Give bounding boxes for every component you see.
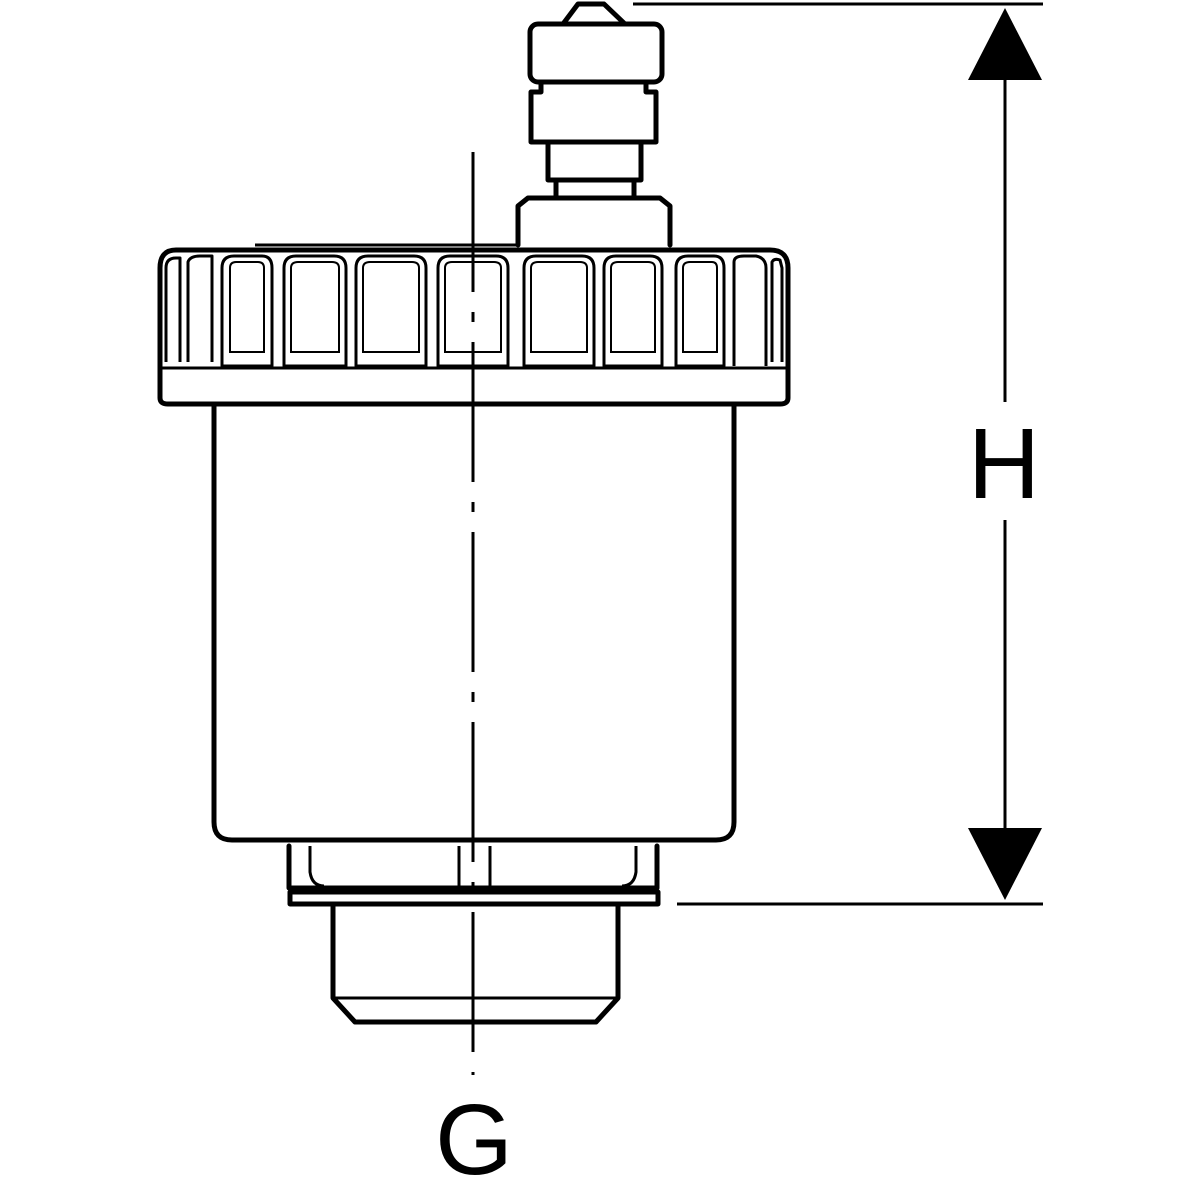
arrow-up-icon <box>968 8 1042 80</box>
valve-stem <box>515 79 673 248</box>
vent-cap <box>527 1 665 85</box>
thread-label: G <box>435 1084 513 1196</box>
height-dimension: H <box>633 2 1043 906</box>
hex-nut <box>286 843 661 907</box>
height-label: H <box>968 408 1040 520</box>
cap-ribs <box>164 254 784 368</box>
thread-connector <box>330 901 621 1025</box>
ribbed-cap <box>157 243 791 407</box>
arrow-down-icon <box>968 828 1042 900</box>
